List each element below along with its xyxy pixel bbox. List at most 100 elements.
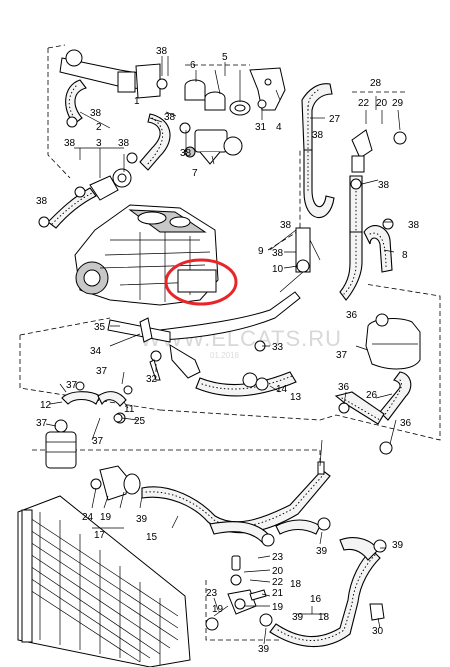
hose-16-right (339, 537, 379, 561)
hose-clamp (338, 402, 350, 414)
callout-12: 12 (40, 400, 52, 411)
callout-39: 39 (292, 612, 304, 623)
oil-cooler (45, 419, 77, 469)
callout-10: 10 (272, 264, 284, 275)
callout-3: 3 (96, 138, 102, 149)
metal-pipe-upper (317, 461, 325, 475)
callout-26: 26 (366, 390, 378, 401)
callout-38: 38 (180, 148, 192, 159)
callout-16: 16 (310, 594, 322, 605)
callout-18: 18 (290, 579, 302, 590)
callout-22: 22 (272, 577, 284, 588)
callout-37: 37 (36, 418, 48, 429)
radiator (17, 495, 191, 667)
hose-left-descending (47, 187, 97, 229)
callout-6: 6 (190, 60, 196, 71)
callout-32: 32 (146, 374, 158, 385)
callout-23: 23 (206, 588, 218, 599)
o-ring-31 (257, 99, 267, 109)
leader-lines (45, 56, 401, 645)
group-boundary-15 (32, 449, 321, 470)
callout-27: 27 (329, 114, 341, 125)
callout-14: 14 (276, 384, 288, 395)
callout-18: 18 (318, 612, 330, 623)
hose-clamp (126, 152, 138, 164)
callout-19: 19 (272, 602, 284, 613)
hose-upper-left (65, 79, 87, 125)
callout-29: 29 (392, 98, 404, 109)
metal-coolant-pipe (159, 291, 301, 341)
callout-37: 37 (92, 436, 104, 447)
bolt-25 (113, 413, 123, 423)
callout-5: 5 (222, 52, 228, 63)
callout-7: 7 (192, 168, 198, 179)
callout-25: 25 (134, 416, 146, 427)
group-boundary-9 (267, 150, 301, 251)
o-ring-23 (205, 617, 219, 631)
callout-28: 28 (370, 78, 382, 89)
callout-37: 37 (96, 366, 108, 377)
callout-15: 15 (146, 532, 158, 543)
hose-clamp (259, 613, 273, 627)
callout-21: 21 (272, 588, 284, 599)
callout-37: 37 (66, 380, 78, 391)
callout-19: 19 (100, 512, 112, 523)
hose-15-right (275, 519, 321, 535)
connector-17 (90, 465, 141, 501)
callout-39: 39 (392, 540, 404, 551)
callout-38: 38 (312, 130, 324, 141)
callout-1: 1 (134, 96, 140, 107)
hose-clamp (350, 178, 362, 190)
hose-clamp (123, 385, 133, 395)
callout-23: 23 (272, 552, 284, 563)
callout-38: 38 (64, 138, 76, 149)
callout-38: 38 (378, 180, 390, 191)
hose-clamp (156, 78, 168, 90)
callout-38: 38 (36, 196, 48, 207)
callout-20: 20 (376, 98, 388, 109)
expansion-tank (365, 313, 421, 370)
group-boundary-34 (19, 317, 161, 411)
callout-labels: 38 5 6 1 38 38 2 38 3 38 38 7 38 31 4 27… (36, 46, 420, 655)
highlight-circle (164, 258, 238, 306)
callout-19: 19 (212, 604, 224, 615)
fitting-10 (296, 259, 310, 273)
engine-block (74, 204, 219, 306)
callout-20: 20 (272, 566, 284, 577)
callout-11: 11 (124, 404, 135, 415)
hose-11 (97, 391, 127, 407)
callout-24: 24 (82, 512, 94, 523)
callout-13: 13 (290, 392, 302, 403)
upper-water-pipe (59, 49, 161, 99)
connector-14 (242, 372, 269, 391)
clip-30 (369, 603, 385, 621)
hose-clamp (66, 116, 78, 128)
hose-clamp (75, 381, 85, 391)
hose-clamp (382, 218, 394, 230)
group-boundary-2 (47, 44, 71, 179)
group-boundary-18 (205, 580, 280, 641)
valve-part-5 (184, 79, 251, 116)
callout-38: 38 (280, 220, 292, 231)
hose-16 (269, 549, 381, 648)
callout-36: 36 (346, 310, 358, 321)
hose-8 (363, 225, 393, 273)
hose-connector-1 (89, 168, 132, 201)
thermostat-housing-28 (351, 129, 407, 173)
callout-2: 2 (96, 122, 102, 133)
callout-38: 38 (90, 108, 102, 119)
watermark-date: 01.2018 (210, 351, 239, 360)
callout-39: 39 (258, 644, 270, 655)
callout-34: 34 (90, 346, 102, 357)
callout-33: 33 (272, 342, 284, 353)
coolant-flange-18 (227, 555, 257, 615)
hose-15-main (141, 469, 331, 534)
callout-36: 36 (338, 382, 350, 393)
mounting-bracket-4 (249, 67, 286, 111)
callout-38: 38 (164, 112, 176, 123)
hose-upper-middle (139, 113, 171, 171)
callout-37: 37 (336, 350, 348, 361)
callout-8: 8 (402, 250, 408, 261)
callout-17: 17 (94, 530, 106, 541)
